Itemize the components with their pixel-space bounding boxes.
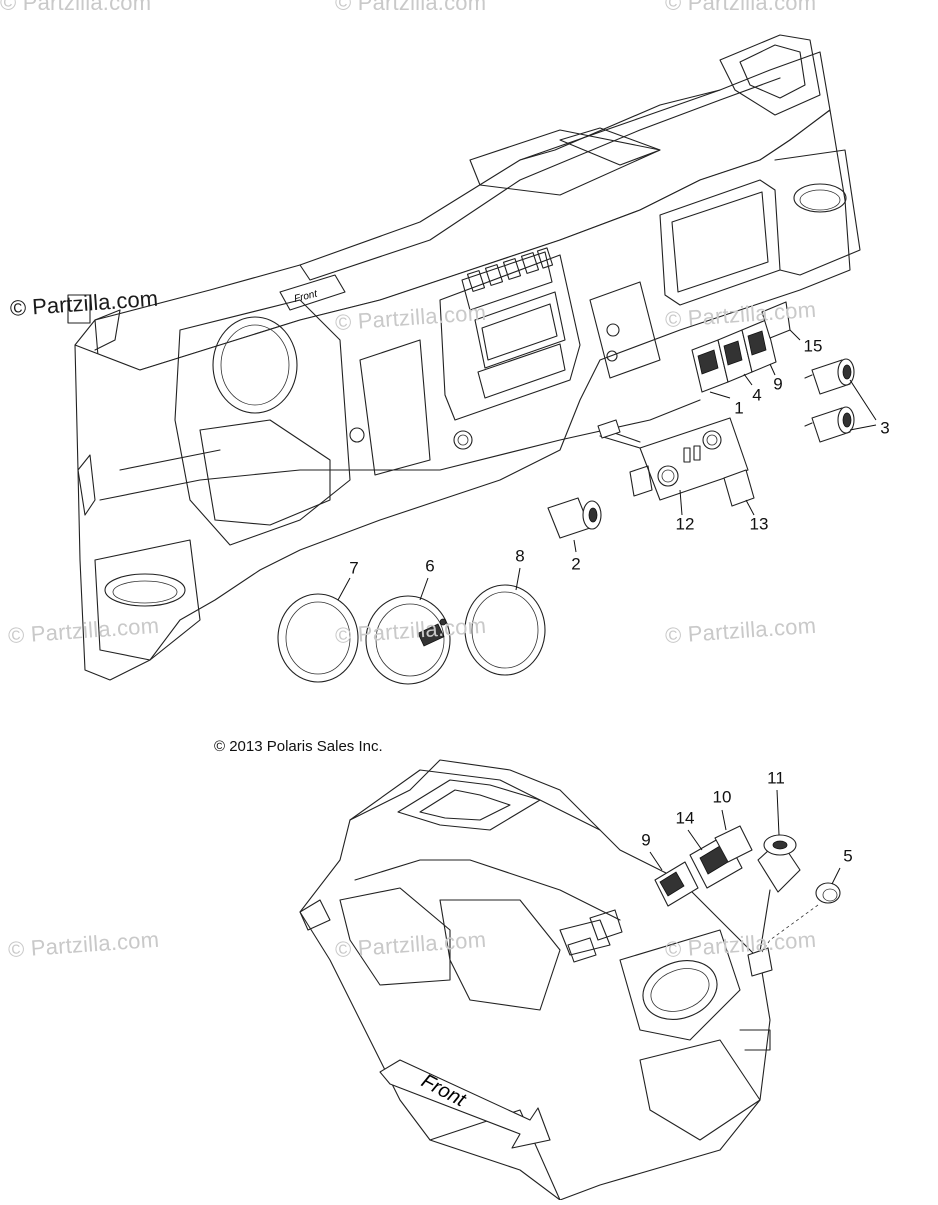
callout-4: 4	[752, 385, 762, 405]
plug-5	[815, 882, 841, 904]
copyright-notice: © 2013 Polaris Sales Inc.	[214, 738, 383, 755]
callout-13: 13	[749, 514, 769, 534]
callout-1: 1	[734, 398, 744, 418]
callout-10: 10	[712, 787, 732, 807]
ignition-11	[747, 834, 801, 977]
callout-2: 2	[571, 554, 581, 574]
dashboard-front-face	[74, 109, 851, 681]
watermark-top-center: © Partzilla.com	[335, 0, 487, 15]
leader-lines-lower	[649, 789, 841, 885]
gauge-ring-8	[464, 584, 546, 676]
callout-14: 14	[675, 808, 695, 828]
switch-14-10	[689, 825, 753, 889]
socket-2	[547, 497, 602, 539]
light-switch-panel	[597, 417, 749, 501]
callout-6: 6	[425, 556, 435, 576]
callout-7: 7	[349, 558, 359, 578]
switch-13-body	[723, 469, 755, 507]
watermark-top-right: © Partzilla.com	[665, 0, 817, 15]
gauge-bezel-7	[277, 593, 359, 683]
power-outlet-pair	[804, 358, 855, 443]
callout-11: 11	[767, 768, 785, 788]
callout-12: 12	[675, 514, 695, 534]
switch-9-lower	[654, 861, 699, 907]
speedometer-6	[365, 595, 451, 685]
callout-15: 15	[803, 336, 823, 356]
rocker-switch-group	[691, 301, 791, 393]
callout-3: 3	[880, 418, 890, 438]
callout-9-lower: 9	[641, 830, 651, 850]
center-console-assembly	[299, 759, 771, 1201]
dashboard-assembly	[67, 34, 861, 681]
callout-8: 8	[515, 546, 525, 566]
callout-9-upper: 9	[773, 374, 783, 394]
watermark-top-left: © Partzilla.com	[0, 0, 152, 15]
plug-5-dashline	[761, 904, 819, 953]
callout-5: 5	[843, 846, 853, 866]
front-arrow	[379, 1059, 551, 1149]
leader-lines-upper	[337, 329, 877, 601]
